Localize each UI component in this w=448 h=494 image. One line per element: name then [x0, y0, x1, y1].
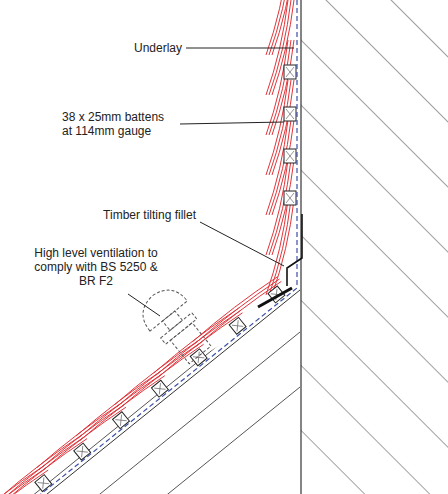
batten-grain — [154, 383, 165, 394]
ventilation-terminal — [134, 281, 219, 370]
roof-tile — [0, 434, 83, 494]
leader-lines — [128, 48, 294, 316]
callout-label: Underlay — [134, 41, 182, 55]
underlay-vertical — [296, 0, 297, 288]
callout-label: 38 x 25mm battens at 114mm gauge — [62, 110, 174, 138]
wall-hatching — [301, 0, 448, 494]
batten-grain — [38, 477, 49, 488]
batten-grain — [286, 67, 294, 77]
roof-tile — [0, 468, 46, 494]
batten-grain — [286, 151, 294, 161]
batten-grain — [193, 352, 204, 363]
rafter-top — [0, 290, 300, 494]
callout-label: Timber tilting fillet — [103, 208, 196, 222]
batten — [284, 191, 296, 205]
callout-label: High level ventilation to comply with BS… — [28, 246, 164, 288]
batten — [284, 107, 296, 121]
roof-tile — [0, 470, 48, 494]
roof-tile — [0, 465, 45, 494]
underlay-slope — [0, 288, 297, 494]
batten-grain — [115, 415, 126, 426]
flashing — [287, 214, 302, 286]
batten — [284, 65, 296, 79]
batten — [284, 149, 296, 163]
hanging-tile — [266, 0, 288, 55]
batten-grain — [286, 193, 294, 203]
tilting-fillet — [258, 288, 292, 307]
batten-grain — [232, 320, 243, 331]
rafter-lines — [0, 279, 300, 494]
batten-grain — [286, 109, 294, 119]
batten-grain — [77, 446, 88, 457]
roof-tiles — [0, 0, 296, 494]
roof-tile — [0, 436, 85, 494]
